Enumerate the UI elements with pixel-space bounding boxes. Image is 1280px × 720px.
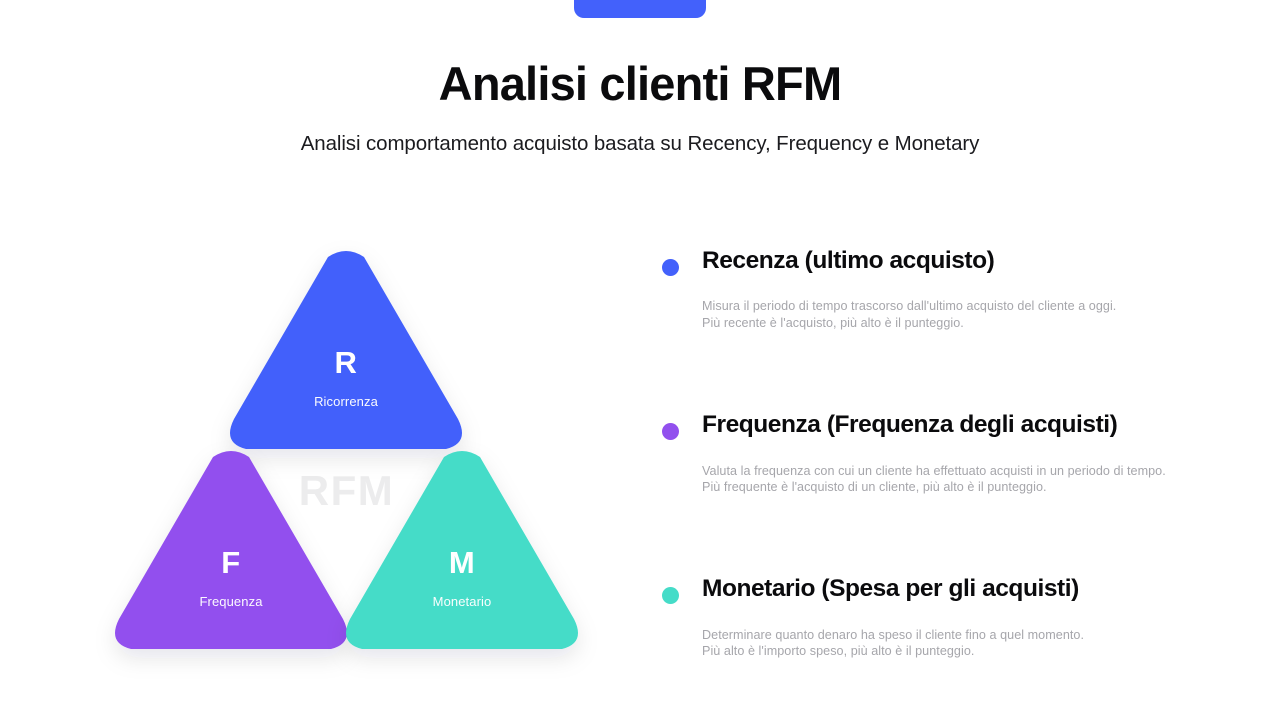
bullet-dot-icon-frequency (662, 423, 679, 441)
content-stage: RFM R Ricorrenza (0, 232, 1280, 692)
legend-description-frequency: Valuta la frequenza con cui un cliente h… (702, 463, 1166, 494)
triangle-shape-recency (230, 251, 462, 449)
rfm-triangle-diagram: RFM R Ricorrenza (104, 232, 604, 672)
rfm-watermark-text: RFM (298, 467, 395, 514)
legend-item-recency[interactable]: Recenza (ultimo acquisto) Misura il peri… (662, 246, 1202, 331)
page-title: Analisi clienti RFM (438, 57, 842, 110)
legend-item-monetary[interactable]: Monetario (Spesa per gli acquisti) Deter… (662, 574, 1202, 659)
top-accent-pill (574, 0, 706, 18)
legend-description-monetary: Determinare quanto denaro ha speso il cl… (702, 627, 1085, 658)
page-subtitle: Analisi comportamento acquisto basata su… (300, 131, 980, 155)
triangle-node-recency[interactable]: R Ricorrenza (222, 247, 470, 457)
bullet-dot-icon-monetary (662, 587, 679, 605)
legend-heading-recency: Recenza (ultimo acquisto) (702, 247, 995, 274)
triangle-shape-frequency (115, 451, 347, 649)
legend-heading-monetary: Monetario (Spesa per gli acquisti) (702, 575, 1079, 603)
rfm-legend-list: Recenza (ultimo acquisto) Misura il peri… (662, 246, 1202, 659)
legend-heading-frequency: Frequenza (Frequenza degli acquisti) (702, 411, 1118, 439)
triangle-shape-monetary (346, 451, 578, 649)
triangle-node-frequency[interactable]: F Frequenza (107, 447, 355, 657)
legend-description-recency: Misura il periodo di tempo trascorso dal… (702, 299, 1117, 330)
page-header: Analisi clienti RFM Analisi comportament… (0, 57, 1280, 156)
triangle-node-monetary[interactable]: M Monetario (338, 447, 586, 657)
bullet-dot-icon-recency (662, 259, 679, 276)
legend-item-frequency[interactable]: Frequenza (Frequenza degli acquisti) Val… (662, 410, 1202, 495)
